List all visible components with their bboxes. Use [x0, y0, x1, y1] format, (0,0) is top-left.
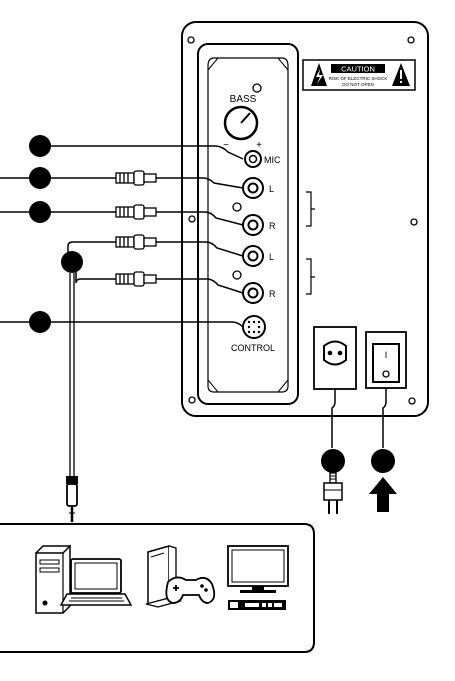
ac-inlet-socket[interactable] [324, 342, 346, 365]
aux-left-cable [68, 242, 116, 252]
control-port[interactable] [243, 316, 265, 338]
power-plug-icon [324, 473, 342, 514]
mic-label: MIC [264, 155, 281, 165]
step-marker-control [29, 311, 51, 333]
ac-inlet-pin-right [338, 351, 343, 356]
dvd-player-icon [228, 600, 286, 610]
step-marker-aux [61, 251, 83, 273]
input-b-right-label: R [269, 289, 276, 299]
step-marker-power-cord [321, 449, 345, 473]
caution-title: CAUTION [341, 65, 375, 74]
step-marker-left-in [29, 167, 51, 189]
input-b-left-jack[interactable] [243, 246, 263, 266]
bass-label: BASS [230, 94, 257, 105]
input-b-right-jack[interactable] [243, 283, 263, 303]
arrow-up-icon [369, 477, 397, 512]
input-a-right-jack[interactable] [243, 215, 263, 235]
control-label: CONTROL [231, 343, 275, 353]
input-a-left-label: L [269, 184, 274, 194]
rca-plug-right-input [116, 205, 156, 219]
laptop-icon [61, 559, 131, 605]
bass-plus-label: + [256, 140, 262, 151]
rca-plug-aux-right [116, 272, 156, 286]
rca-plug-left-input [116, 171, 156, 185]
mini-jack-plug-icon [66, 476, 78, 522]
mic-jack[interactable] [245, 151, 261, 167]
input-b-left-label: L [269, 252, 274, 262]
ac-inlet-pin-left [328, 351, 333, 356]
caution-line-1: RISK OF ELECTRIC SHOCK [329, 76, 388, 81]
power-switch-on-mark: I [385, 350, 388, 360]
input-a-left-jack[interactable] [243, 178, 263, 198]
tv-icon [228, 546, 288, 593]
step-marker-power-switch [371, 449, 395, 473]
aux-right-cable [76, 272, 116, 283]
aux-main-lead [70, 273, 74, 476]
step-marker-right-in [29, 201, 51, 223]
caution-line-2: DO NOT OPEN [342, 82, 373, 87]
input-a-right-label: R [269, 221, 276, 231]
rca-plug-aux-left [116, 235, 156, 249]
step-marker-mic [29, 135, 51, 157]
